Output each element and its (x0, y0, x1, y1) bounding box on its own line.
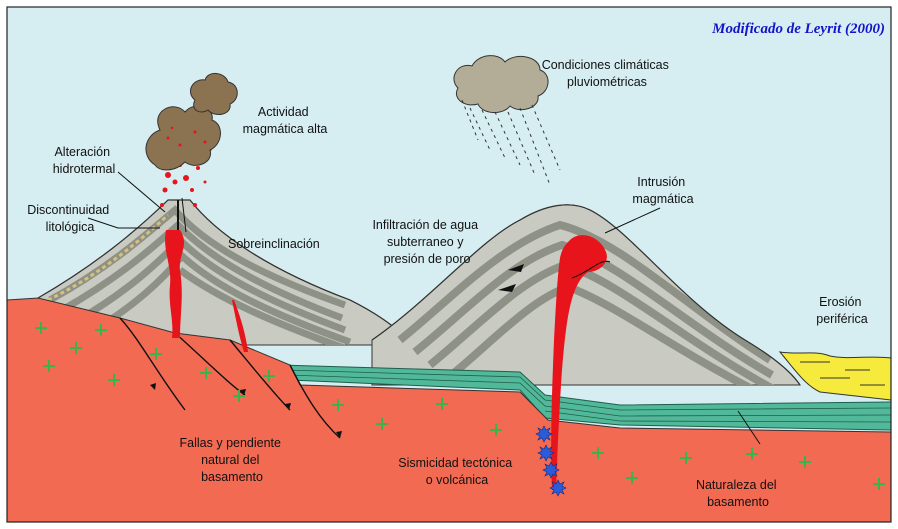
label-sobreinclinacion: Sobreinclinación (228, 237, 320, 251)
diagram-body: Modificado de Leyrit (2000) Actividad ma… (7, 7, 891, 522)
label-infiltracion: Infiltración de agua subterraneo y presi… (372, 218, 481, 266)
credit-caption: Modificado de Leyrit (2000) (711, 21, 885, 37)
